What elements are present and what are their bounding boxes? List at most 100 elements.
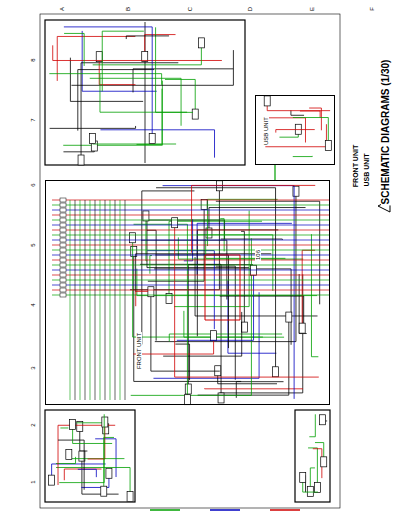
wire: [147, 230, 156, 340]
wire: [188, 265, 253, 389]
unit-outline: [295, 410, 330, 502]
component-symbol: [218, 393, 224, 403]
wire: [165, 79, 195, 114]
grid-reference: 8: [30, 57, 36, 62]
wire: [197, 235, 273, 291]
component-symbol: [211, 331, 217, 341]
wire: [150, 256, 152, 274]
grid-reference: B: [125, 6, 131, 12]
wire: [50, 126, 136, 128]
wire: [90, 78, 181, 125]
wire: [145, 35, 176, 57]
wire: [291, 110, 304, 115]
component-symbol: [185, 384, 191, 394]
grid-reference: 3: [30, 365, 36, 370]
component-symbol: [325, 140, 331, 150]
wire: [220, 296, 304, 329]
wire-connector: [274, 165, 275, 180]
component-symbol: [149, 134, 155, 144]
wire: [64, 33, 84, 66]
wire: [156, 27, 193, 112]
component-symbol: [206, 228, 212, 238]
component-symbol: [273, 367, 279, 377]
wire: [155, 191, 296, 341]
wire: [64, 27, 152, 139]
grid-reference: 4: [30, 302, 36, 307]
component-symbol: [142, 51, 148, 61]
wire: [78, 70, 154, 131]
wire: [63, 146, 94, 152]
wire: [228, 280, 276, 353]
wire: [155, 255, 228, 348]
grid-reference: 2: [30, 422, 36, 427]
wire: [133, 69, 233, 93]
wire: [58, 440, 84, 490]
wire: [93, 43, 202, 65]
grid-reference: F: [369, 6, 375, 12]
grid-reference: 5: [30, 242, 36, 247]
wire: [140, 264, 221, 398]
wire: [49, 74, 161, 85]
wire: [133, 238, 263, 337]
component-symbol: [264, 96, 270, 106]
wire: [177, 270, 254, 340]
component-symbol: [106, 468, 112, 478]
unit-outline: [45, 20, 245, 165]
wire: [88, 422, 105, 459]
component-symbol: [66, 450, 72, 460]
grid-reference: 7: [30, 117, 36, 122]
wire: [311, 234, 318, 357]
component-symbol: [314, 482, 320, 492]
wire: [208, 199, 278, 246]
wire: [184, 311, 284, 337]
wire: [136, 291, 148, 306]
wire: [299, 274, 307, 333]
component-symbol: [102, 417, 108, 427]
wire: [126, 36, 169, 39]
wire: [93, 139, 177, 144]
component-symbol: [172, 218, 178, 228]
grid-reference: E: [309, 6, 315, 12]
grid-reference: D: [247, 6, 253, 12]
wire: [300, 111, 320, 118]
wire: [267, 101, 330, 111]
wire: [104, 437, 114, 491]
wire: [293, 155, 313, 157]
wire: [147, 220, 225, 239]
wire: [81, 63, 178, 160]
component-symbol: [78, 155, 84, 165]
grid-reference: A: [59, 6, 65, 12]
wire: [175, 223, 319, 377]
wire: [58, 425, 115, 485]
wire: [77, 423, 106, 429]
component-symbol: [241, 322, 247, 332]
wire: [102, 31, 144, 91]
grid-reference: 6: [30, 182, 36, 187]
unit-box: FRONT UNIT: [45, 180, 330, 405]
component-symbol: [320, 415, 326, 425]
page-number: 106: [255, 249, 261, 261]
wire: [293, 118, 329, 146]
wire: [133, 336, 213, 354]
wire: [309, 414, 315, 436]
component-symbol: [299, 323, 305, 333]
wire: [268, 118, 305, 143]
wire: [100, 74, 187, 113]
unit-list-item: FRONT UNIT: [352, 144, 359, 188]
component-symbol: [130, 233, 136, 243]
wire: [64, 469, 101, 480]
wire: [197, 230, 278, 336]
wire: [216, 266, 236, 380]
wire: [57, 36, 135, 80]
component-symbol: [307, 486, 313, 496]
wire: [59, 414, 104, 482]
grid-reference: C: [187, 6, 193, 12]
component-symbol: [198, 38, 204, 48]
unit-box: USB UNIT: [255, 95, 335, 165]
unit-outline: [45, 410, 135, 502]
wire: [81, 473, 109, 487]
component-symbol: [201, 199, 207, 209]
